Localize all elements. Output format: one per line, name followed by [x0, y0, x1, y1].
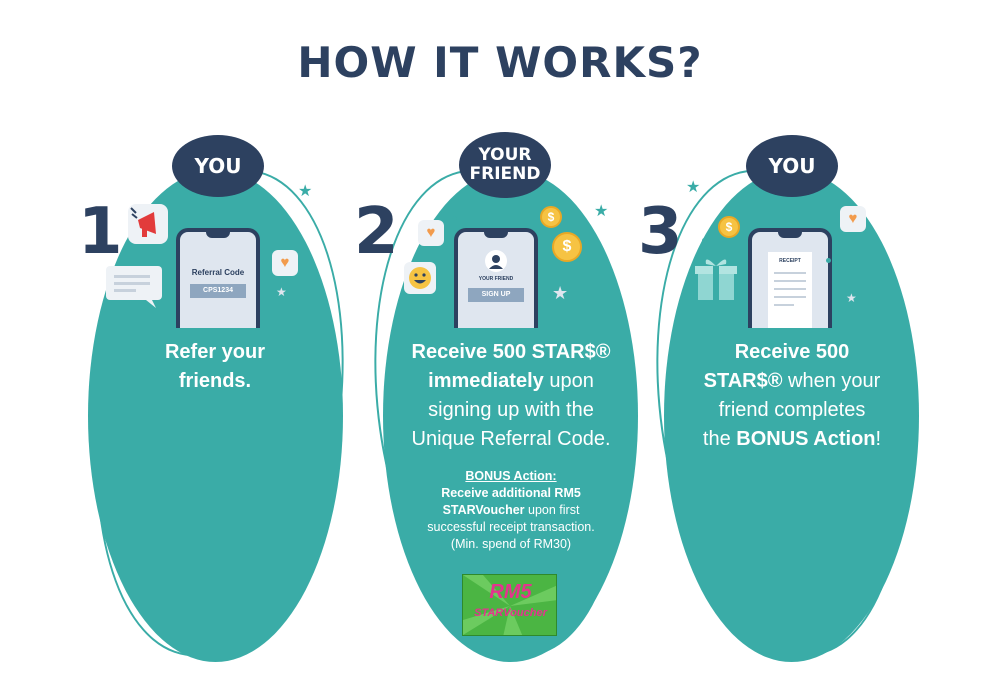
- referral-code-label: Referral Code: [191, 268, 245, 277]
- star-icon: ★: [552, 283, 569, 303]
- heart-icon: ♥: [418, 220, 444, 246]
- step-3-number: 3: [638, 195, 683, 269]
- step-1-number: 1: [78, 195, 123, 269]
- phone-notch: [778, 232, 802, 238]
- coin-icon: $: [552, 232, 582, 262]
- star-icon: ★: [298, 183, 313, 200]
- heart-icon: ♥: [840, 206, 866, 232]
- star-icon: ★: [846, 291, 857, 305]
- page-title: HOW IT WORKS?: [297, 38, 703, 87]
- step-2-badge: YOUR FRIEND: [459, 132, 551, 198]
- step-2-phone: YOUR FRIEND SIGN UP: [454, 228, 538, 328]
- step-1-text: Refer your friends.: [164, 341, 266, 392]
- receipt-icon: RECEIPT: [768, 252, 812, 328]
- gift-icon: [694, 254, 738, 302]
- sign-up-button[interactable]: SIGN UP: [468, 288, 524, 302]
- voucher-name: STARVoucher: [474, 607, 547, 619]
- dot-decoration: [702, 238, 707, 243]
- step-2-number: 2: [354, 195, 399, 269]
- dot-decoration: [826, 258, 831, 263]
- your-friend-label: YOUR FRIEND: [478, 276, 514, 282]
- heart-icon: ♥: [272, 250, 298, 276]
- phone-notch: [484, 232, 508, 238]
- megaphone-icon: [128, 204, 168, 244]
- step-2-text: Receive 500 STAR$® immediately upon sign…: [411, 341, 611, 450]
- voucher-amount: RM5: [489, 581, 532, 603]
- star-icon: ★: [686, 179, 701, 196]
- smiley-icon: [404, 262, 436, 294]
- step-3-badge: YOU: [746, 135, 838, 197]
- receipt-label: RECEIPT: [779, 258, 801, 264]
- coin-icon: $: [540, 206, 562, 228]
- step-1-phone: Referral Code CPS1234: [176, 228, 260, 328]
- dot-decoration: [282, 212, 287, 217]
- rm5-starvoucher-image: RM5 STARVoucher: [462, 574, 557, 636]
- step-3-phone: RECEIPT: [748, 228, 832, 328]
- badge-line-friend: FRIEND: [469, 164, 541, 184]
- bonus-heading: BONUS Action:: [465, 469, 557, 483]
- step-1-badge: YOU: [172, 135, 264, 197]
- step-3-text: Receive 500 STAR$® when your friend comp…: [702, 341, 882, 450]
- chat-bubble-icon: [106, 266, 162, 308]
- avatar-icon: [485, 250, 507, 272]
- badge-line-your: YOUR: [478, 145, 532, 165]
- star-icon: ★: [594, 203, 609, 220]
- referral-code-field: CPS1234: [190, 284, 246, 298]
- phone-notch: [206, 232, 230, 238]
- bonus-action-text: BONUS Action: Receive additional RM5 STA…: [427, 469, 595, 551]
- coin-icon: $: [718, 216, 740, 238]
- dot-decoration: [452, 216, 457, 221]
- star-icon: ★: [276, 285, 287, 299]
